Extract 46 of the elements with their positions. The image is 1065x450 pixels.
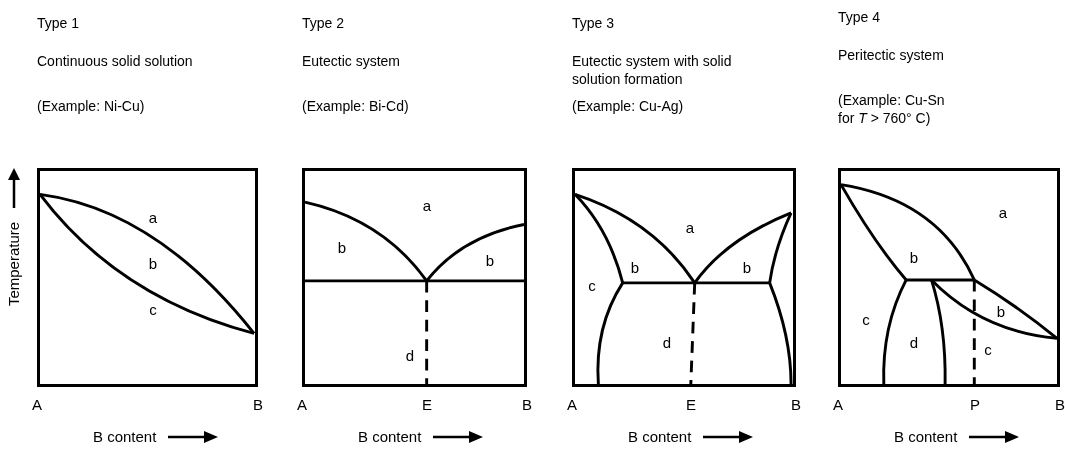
system-name: Peritectic system <box>838 46 945 64</box>
system-name: Continuous solid solution <box>37 52 194 70</box>
phase-region-label: b <box>485 252 495 270</box>
axis-tick-label: E <box>422 396 432 414</box>
axis-label: B content <box>358 428 422 446</box>
axis-tick-label: A <box>833 396 843 414</box>
axis-label: B content <box>894 428 958 446</box>
phase-region-label: a <box>422 197 432 215</box>
system-name: Eutectic system with solid solution formation <box>572 52 732 88</box>
phase-region-label: a <box>148 209 158 227</box>
example-note: (Example: Bi-Cd) <box>302 97 410 115</box>
example-note: (Example: Cu-Sn for T > 760° C) <box>838 91 946 127</box>
example-note: (Example: Cu-Ag) <box>572 97 685 115</box>
phase-region-label: b <box>630 259 640 277</box>
phase-region-label: d <box>909 334 919 352</box>
panel-type-heading: Type 3 <box>572 14 616 32</box>
axis-tick-label: B <box>253 396 263 414</box>
phase-region-label: c <box>149 301 157 319</box>
panel-type-heading: Type 4 <box>838 8 882 26</box>
phase-region-label: d <box>662 334 672 352</box>
phase-region-label: b <box>996 303 1006 321</box>
system-name: Eutectic system <box>302 52 402 70</box>
phase-region-label: c <box>862 311 870 329</box>
phase-region-label: a <box>685 219 695 237</box>
phase-region-label: b <box>337 239 347 257</box>
phase-region-label: b <box>742 259 752 277</box>
axis-tick-label: A <box>567 396 577 414</box>
phase-region-label: c <box>588 277 596 295</box>
axis-tick-label: P <box>970 396 980 414</box>
axis-tick-label: B <box>791 396 801 414</box>
axis-tick-label: A <box>32 396 42 414</box>
panel-type-heading: Type 2 <box>302 14 346 32</box>
axis-tick-label: E <box>686 396 696 414</box>
axis-tick-label: B <box>522 396 532 414</box>
axis-tick-label: A <box>297 396 307 414</box>
phase-region-label: d <box>405 347 415 365</box>
panel-type-heading: Type 1 <box>37 14 81 32</box>
axis-tick-label: B <box>1055 396 1065 414</box>
axis-label: B content <box>93 428 157 446</box>
phase-region-label: a <box>998 204 1008 222</box>
example-note: (Example: Ni-Cu) <box>37 97 146 115</box>
axis-label: Temperature <box>5 220 23 308</box>
axis-label: B content <box>628 428 692 446</box>
phase-region-label: b <box>909 249 919 267</box>
phase-region-label: c <box>984 341 992 359</box>
phase-region-label: b <box>148 255 158 273</box>
